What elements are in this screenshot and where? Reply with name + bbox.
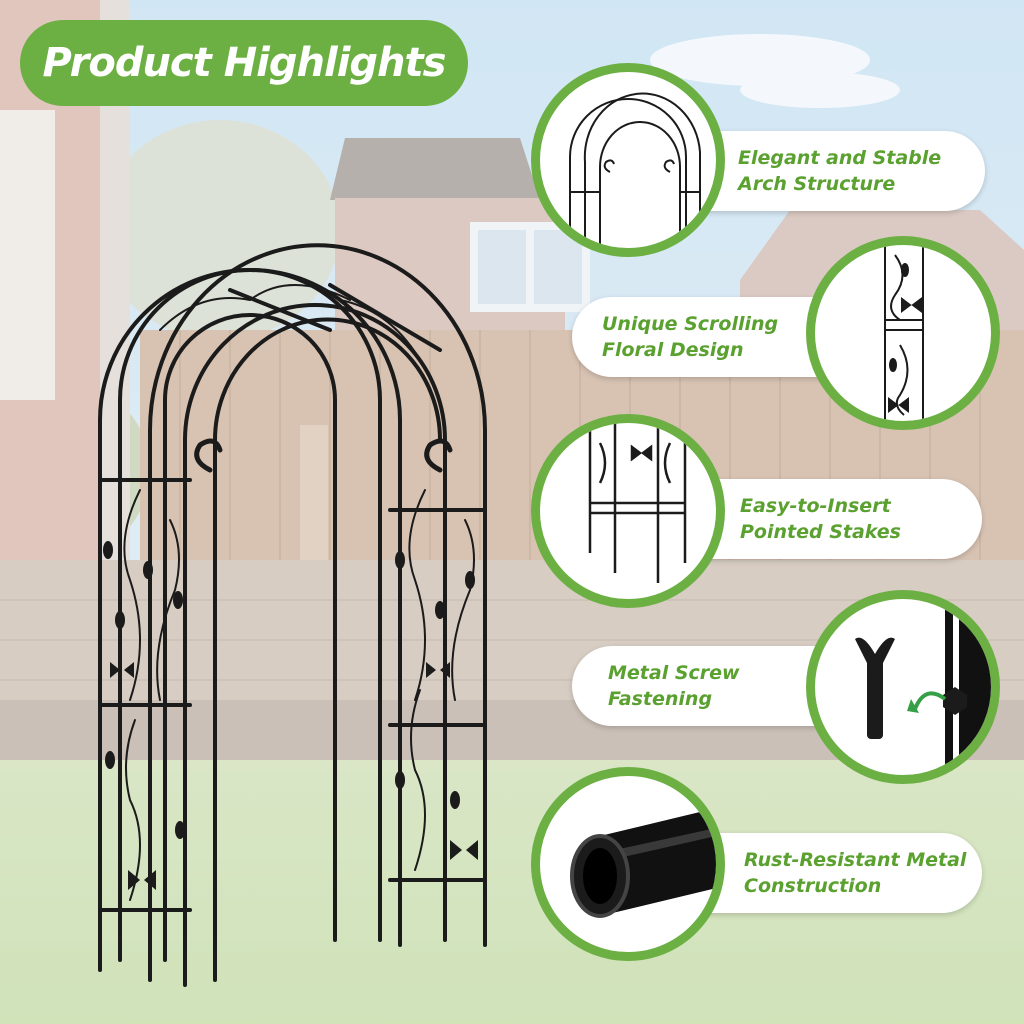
feature-text: Metal Screw Fastening bbox=[608, 662, 740, 710]
wing-screw-icon bbox=[855, 609, 991, 769]
pointed-stakes-icon bbox=[588, 423, 687, 583]
feature-thumbnail-tube bbox=[531, 767, 725, 961]
garden-arch-image bbox=[98, 243, 487, 987]
page-title: Product Highlights bbox=[20, 20, 468, 106]
metal-tube-icon bbox=[570, 808, 716, 918]
feature-text: Elegant and Stable Arch Structure bbox=[738, 147, 942, 195]
feature-text: Rust-Resistant Metal Construction bbox=[744, 849, 967, 897]
feature-thumbnail-stakes bbox=[531, 414, 725, 608]
floral-panel-icon bbox=[884, 245, 924, 421]
arch-structure-icon bbox=[569, 92, 701, 248]
feature-text: Easy-to-Insert Pointed Stakes bbox=[740, 495, 901, 543]
feature-thumbnail-screw bbox=[806, 590, 1000, 784]
feature-thumbnail-arch bbox=[531, 63, 725, 257]
feature-thumbnail-floral bbox=[806, 236, 1000, 430]
feature-text: Unique Scrolling Floral Design bbox=[602, 313, 779, 361]
